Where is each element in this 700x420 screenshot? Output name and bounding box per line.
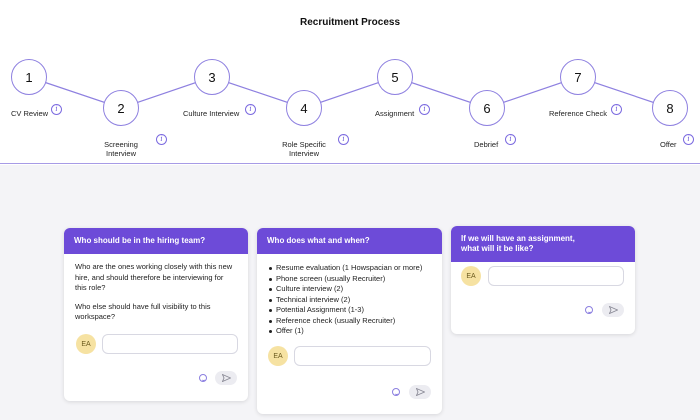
info-icon-cv-review[interactable]: i xyxy=(51,104,62,115)
step-number: 6 xyxy=(483,100,491,116)
page-title: Recruitment Process xyxy=(299,17,401,28)
step-node-5[interactable]: 5 xyxy=(377,59,413,95)
info-icon-screening-interview[interactable]: i xyxy=(156,134,167,145)
step-node-2[interactable]: 2 xyxy=(103,90,139,126)
info-icon-culture-interview[interactable]: i xyxy=(245,104,256,115)
card-title: Who does what and when? xyxy=(257,228,442,254)
avatar: EA xyxy=(268,346,288,366)
card-paragraph: Who else should have full visibility to … xyxy=(75,301,211,322)
send-icon xyxy=(415,388,425,396)
label-line: Role Specific xyxy=(282,140,326,149)
card-title-line: If we will have an assignment, xyxy=(461,234,575,243)
send-button[interactable] xyxy=(215,371,237,385)
card-body: Resume evaluation (1 Howspacian or more)… xyxy=(257,254,442,345)
emoji-icon[interactable] xyxy=(199,374,207,382)
emoji-icon[interactable] xyxy=(585,306,593,314)
comment-input[interactable] xyxy=(102,334,238,354)
step-number: 2 xyxy=(117,100,125,116)
step-node-3[interactable]: 3 xyxy=(194,59,230,95)
send-button[interactable] xyxy=(602,303,624,317)
list-item: Offer (1) xyxy=(268,326,431,337)
step-label-screening-interview: Screening Interview xyxy=(100,140,142,158)
list-item: Potential Assignment (1-3) xyxy=(268,305,431,316)
step-node-8[interactable]: 8 xyxy=(652,90,688,126)
info-icon-offer[interactable]: i xyxy=(683,134,694,145)
step-node-6[interactable]: 6 xyxy=(469,90,505,126)
label-line: Screening xyxy=(104,140,138,149)
step-number: 7 xyxy=(574,69,582,85)
step-number: 5 xyxy=(391,69,399,85)
send-icon xyxy=(221,374,231,382)
send-button[interactable] xyxy=(409,385,431,399)
list-item: Resume evaluation (1 Howspacian or more) xyxy=(268,263,431,274)
role-list: Resume evaluation (1 Howspacian or more)… xyxy=(268,263,431,337)
step-label-debrief: Debrief xyxy=(474,140,499,149)
emoji-icon[interactable] xyxy=(392,388,400,396)
card-title-line: what will it be like? xyxy=(461,244,534,253)
step-node-4[interactable]: 4 xyxy=(286,90,322,126)
avatar: EA xyxy=(461,266,481,286)
info-icon-role-specific-interview[interactable]: i xyxy=(338,134,349,145)
list-item: Culture interview (2) xyxy=(268,284,431,295)
card-paragraph: Who are the ones working closely with th… xyxy=(75,262,233,292)
send-icon xyxy=(608,306,618,314)
info-icon-reference-check[interactable]: i xyxy=(611,104,622,115)
info-icon-assignment[interactable]: i xyxy=(419,104,430,115)
assignment-card: If we will have an assignment, what will… xyxy=(451,226,635,334)
list-item: Technical interview (2) xyxy=(268,295,431,306)
roles-timeline-card: Who does what and when? Resume evaluatio… xyxy=(257,228,442,414)
step-label-role-specific-interview: Role Specific Interview xyxy=(279,140,329,158)
section-divider xyxy=(0,163,700,164)
card-body: Who are the ones working closely with th… xyxy=(64,254,248,339)
step-number: 3 xyxy=(208,69,216,85)
card-title: If we will have an assignment, what will… xyxy=(451,226,635,262)
comment-input[interactable] xyxy=(294,346,431,366)
step-label-offer: Offer xyxy=(660,140,677,149)
comment-input[interactable] xyxy=(488,266,624,286)
list-item: Phone screen (usually Recruiter) xyxy=(268,274,431,285)
step-number: 8 xyxy=(666,100,674,116)
step-node-1[interactable]: 1 xyxy=(11,59,47,95)
card-title: Who should be in the hiring team? xyxy=(64,228,248,254)
step-number: 4 xyxy=(300,100,308,116)
step-node-7[interactable]: 7 xyxy=(560,59,596,95)
process-header-area: Recruitment Process 1 2 3 4 5 6 7 8 CV R… xyxy=(0,0,700,165)
step-label-culture-interview: Culture Interview xyxy=(183,109,240,118)
step-label-assignment: Assignment xyxy=(375,109,415,118)
step-number: 1 xyxy=(25,69,33,85)
list-item: Reference check (usually Recruiter) xyxy=(268,316,431,327)
step-label-reference-check: Reference Check xyxy=(549,109,607,118)
info-icon-debrief[interactable]: i xyxy=(505,134,516,145)
label-line: Interview xyxy=(288,149,319,158)
hiring-team-card: Who should be in the hiring team? Who ar… xyxy=(64,228,248,401)
avatar: EA xyxy=(76,334,96,354)
step-label-cv-review: CV Review xyxy=(11,109,49,118)
label-line: Interview xyxy=(105,149,136,158)
